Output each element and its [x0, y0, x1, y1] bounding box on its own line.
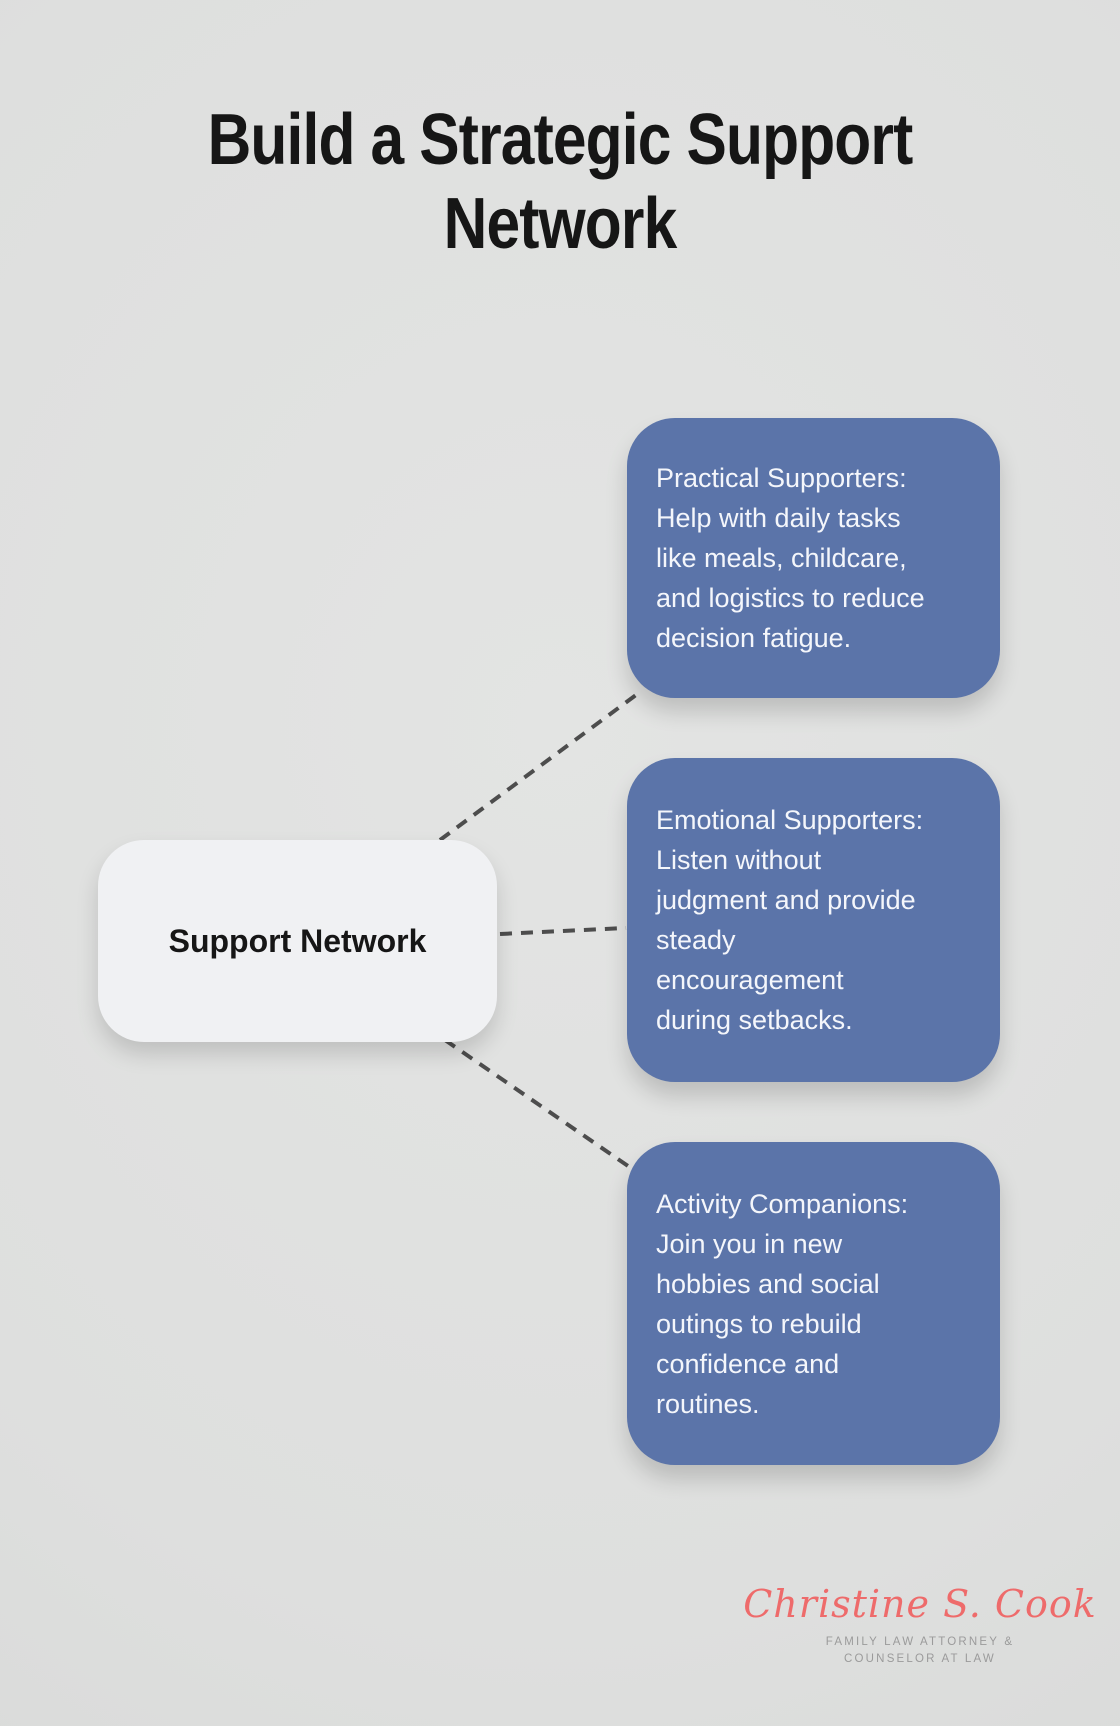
branch-practical-supporters: Practical Supporters: Help with daily ta…	[627, 418, 1000, 698]
page-title: Build a Strategic Support Network	[207, 100, 914, 264]
center-node: Support Network	[98, 840, 497, 1042]
connector-line-practical	[438, 690, 642, 842]
connector-line-activity	[443, 1038, 630, 1168]
center-node-label: Support Network	[168, 922, 427, 959]
branch-emotional-text: Emotional Supporters: Listen without jud…	[656, 805, 924, 1035]
branch-practical-text: Practical Supporters: Help with daily ta…	[656, 463, 925, 653]
signature-tagline: FAMILY LAW ATTORNEY & COUNSELOR AT LAW	[825, 1636, 1015, 1665]
branch-emotional-supporters: Emotional Supporters: Listen without jud…	[627, 758, 1000, 1082]
brand-footer: Christine S. Cook FAMILY LAW ATTORNEY & …	[730, 1582, 1110, 1668]
branch-activity-text: Activity Companions: Join you in new hob…	[656, 1188, 909, 1419]
signature-text: Christine S. Cook	[743, 1582, 1097, 1626]
branch-activity-companions: Activity Companions: Join you in new hob…	[627, 1142, 1000, 1465]
connector-line-emotional	[499, 926, 627, 936]
